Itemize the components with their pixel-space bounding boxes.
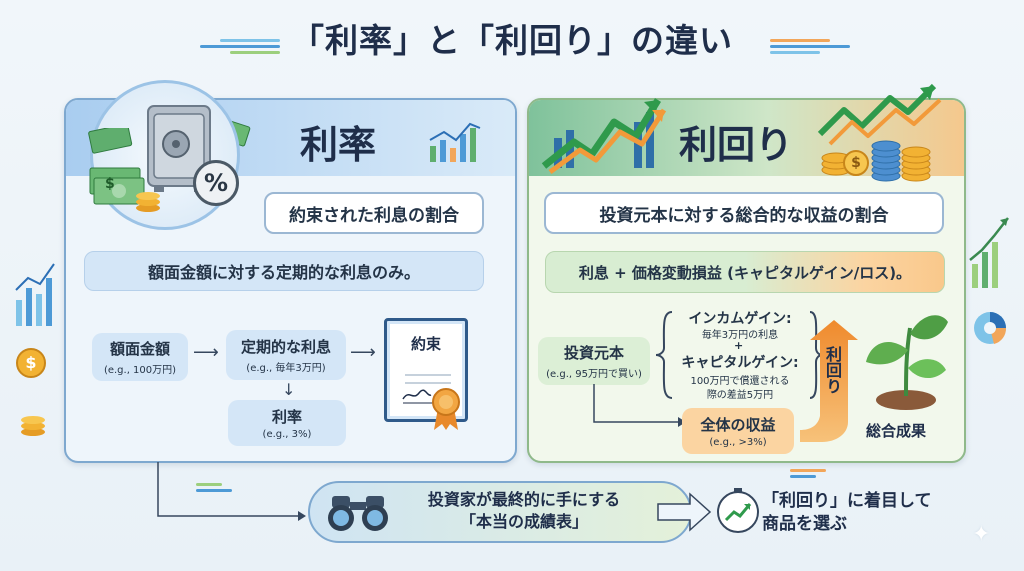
rate-example: (e.g., 3%) — [262, 429, 312, 440]
safe-icon — [147, 105, 211, 192]
periodic-interest-example: (e.g., 毎年3万円) — [246, 363, 326, 374]
right-definition-text: 投資元本に対する総合的な収益の割合 — [599, 205, 889, 226]
pie-chart-icon — [974, 312, 1007, 344]
capital-gain-label: キャピタルゲイン: — [681, 355, 799, 371]
sprout-icon — [866, 315, 948, 410]
dollar-sign-icon: $ — [105, 176, 115, 192]
face-value-label: 額面金額 — [109, 340, 170, 358]
coin-stack-icon-left — [21, 416, 45, 436]
left-definition-text: 約束された利息の割合 — [289, 205, 459, 226]
final-advice-line-1: 「利回り」に着目して — [762, 491, 932, 511]
arrow-down-icon: ↓ — [282, 380, 296, 399]
result-label: 総合成果 — [866, 422, 927, 440]
right-description-text: 利息 + 価格変動損益 (キャピタルゲイン/ロス)。 — [578, 263, 912, 282]
left-description-box: 額面金額に対する定期的な利息のみ。 — [84, 251, 484, 291]
title-deco-right — [770, 36, 850, 56]
rising-chart-coins-icon — [817, 83, 942, 182]
rate-box: 利率 (e.g., 3%) — [228, 400, 346, 446]
right-definition-box: 投資元本に対する総合的な収益の割合 — [544, 192, 944, 234]
page-title: 「利率」と「利回り」の違い — [291, 21, 733, 60]
income-gain-label: インカムゲイン: — [688, 311, 792, 327]
bar-chart-icon — [429, 122, 481, 162]
flow-line-principal — [593, 384, 686, 427]
side-chart-icon-left — [15, 263, 55, 326]
final-advice-text: 「利回り」に着目して 商品を選ぶ — [762, 490, 932, 536]
flow-line-left-to-bottom — [157, 462, 306, 521]
total-return-box: 全体の収益 (e.g., >3%) — [682, 408, 794, 454]
bottom-deco-left — [196, 480, 236, 500]
total-return-label: 全体の収益 — [700, 416, 776, 434]
capital-gain-detail-1: 100万円で償還される — [690, 376, 790, 387]
bottom-deco-right — [790, 466, 830, 486]
yield-arrow-label: 利回り — [823, 346, 842, 394]
periodic-interest-label: 定期的な利息 — [240, 338, 331, 356]
right-description-box: 利息 + 価格変動損益 (キャピタルゲイン/ロス)。 — [545, 251, 945, 293]
contract-label: 約束 — [410, 335, 441, 353]
left-description-text: 額面金額に対する定期的な利息のみ。 — [147, 263, 420, 282]
left-definition-box: 約束された利息の割合 — [264, 192, 484, 234]
income-gain-detail: 毎年3万円の利息 — [701, 330, 779, 341]
total-return-example: (e.g., >3%) — [709, 437, 767, 448]
principal-box: 投資元本 (e.g., 95万円で買い) — [538, 337, 650, 385]
brace-icon — [655, 311, 673, 399]
coin-icon-left: $ — [16, 348, 46, 378]
right-panel-title: 利回り — [679, 123, 794, 167]
signature-line-icon — [402, 374, 451, 404]
principal-example: (e.g., 95万円で買い) — [546, 369, 642, 380]
report-card-text: 投資家が最終的に手にする 「本当の成績表」 — [394, 489, 654, 533]
seal-ribbon-icon — [432, 388, 460, 430]
arrow-right-icon: ⟶ — [193, 342, 219, 363]
capital-gain-detail-2: 際の差益5万円 — [706, 390, 774, 401]
percent-badge-icon: % — [193, 160, 239, 206]
periodic-interest-box: 定期的な利息 (e.g., 毎年3万円) — [226, 330, 346, 380]
growth-chart-icon — [541, 98, 667, 175]
side-chart-icon-right — [969, 217, 1009, 288]
title-deco-left — [200, 36, 280, 56]
final-advice-line-2: 商品を選ぶ — [762, 514, 847, 534]
upward-arrow-shape — [800, 320, 858, 442]
arrow-to-target-icon — [657, 492, 712, 532]
report-card-line-2: 「本当の成績表」 — [459, 512, 588, 531]
left-panel-title: 利率 — [300, 123, 377, 167]
face-value-box: 額面金額 (e.g., 100万円) — [92, 333, 188, 381]
target-chart-icon — [717, 488, 759, 533]
rate-label: 利率 — [271, 408, 302, 426]
binoculars-icon — [328, 496, 388, 531]
report-card-line-1: 投資家が最終的に手にする — [427, 490, 621, 509]
principal-label: 投資元本 — [563, 344, 624, 362]
face-value-example: (e.g., 100万円) — [103, 365, 177, 376]
coin-dollar-icon: $ — [843, 150, 869, 176]
plus-sign: + — [734, 339, 744, 352]
sparkle-icon: ✦ — [972, 522, 991, 547]
arrow-right-icon: ⟶ — [350, 342, 376, 363]
money-stack-icon — [88, 128, 160, 212]
